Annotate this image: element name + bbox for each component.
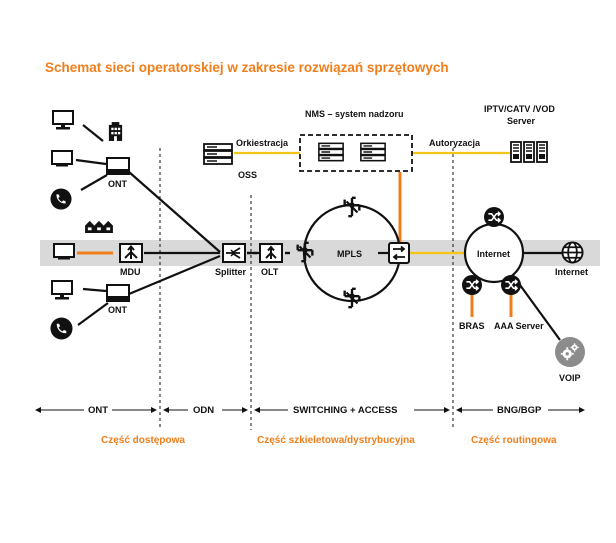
section-separators xyxy=(159,148,454,430)
section-odn: ODN xyxy=(193,405,214,416)
autoryzacja-label: Autoryzacja xyxy=(429,138,481,148)
section-bng: BNG/BGP xyxy=(497,405,542,416)
nms-box xyxy=(299,134,413,172)
server-rack-icon xyxy=(510,141,548,163)
router-icon xyxy=(343,287,361,309)
router-icon xyxy=(501,275,521,295)
yellow-lines xyxy=(234,151,510,255)
server-label: Server xyxy=(507,116,536,126)
building-icon xyxy=(108,122,123,141)
switch-icon xyxy=(388,242,410,264)
section-switching: SWITCHING + ACCESS xyxy=(293,405,397,416)
ont-bottom-label: ONT xyxy=(108,305,128,315)
mdu-device-icon xyxy=(119,243,143,263)
router-icon xyxy=(343,196,361,218)
gear-icon xyxy=(555,337,585,367)
oss-label: OSS xyxy=(238,170,257,180)
aaa-label: AAA Server xyxy=(494,321,544,331)
router-icon xyxy=(462,275,482,295)
ont-device-icon xyxy=(106,284,130,302)
bras-label: BRAS xyxy=(459,321,485,331)
mdu-label: MDU xyxy=(120,267,141,277)
server-rack-icon xyxy=(360,142,386,162)
server-rack-icon xyxy=(203,143,233,165)
part-routing: Część routingowa xyxy=(471,435,557,446)
tv-monitor-icon xyxy=(52,243,76,261)
nms-label: NMS – system nadzoru xyxy=(305,109,404,119)
part-backbone: Część szkieletowa/dystrybucyjna xyxy=(257,435,415,446)
orkiestracja-label: Orkiestracja xyxy=(236,138,289,148)
section-ont: ONT xyxy=(88,405,108,416)
houses-icon xyxy=(85,220,113,233)
phone-icon xyxy=(50,188,72,210)
router-icon xyxy=(484,207,504,227)
server-rack-icon xyxy=(318,142,344,162)
globe-icon xyxy=(561,241,584,264)
desktop-computer-icon xyxy=(51,280,73,300)
internet-globe-label: Internet xyxy=(555,267,588,277)
ont-device-icon xyxy=(106,157,130,175)
tv-monitor-icon xyxy=(51,150,73,168)
olt-label: OLT xyxy=(261,267,279,277)
splitter-label: Splitter xyxy=(215,267,247,277)
voip-label: VOIP xyxy=(559,373,581,383)
iptv-label: IPTV/CATV /VOD xyxy=(484,104,555,114)
desktop-computer-icon xyxy=(52,110,74,130)
part-access: Część dostępowa xyxy=(101,435,185,446)
internet-cloud-label: Internet xyxy=(477,249,510,259)
phone-icon xyxy=(50,317,73,340)
mpls-label: MPLS xyxy=(337,249,362,259)
ont-top-label: ONT xyxy=(108,179,128,189)
splitter-icon xyxy=(222,243,246,263)
olt-device-icon xyxy=(259,243,283,263)
diagram-title: Schemat sieci operatorskiej w zakresie r… xyxy=(45,60,449,75)
